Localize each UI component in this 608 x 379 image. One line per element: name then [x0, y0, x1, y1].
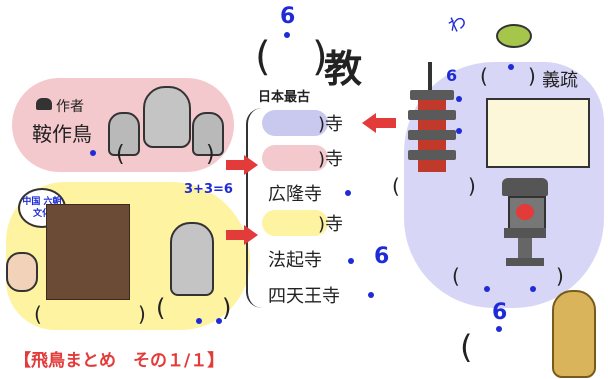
temple-6: 四天王寺 [268, 286, 340, 307]
arrow-to-temple-2 [226, 154, 258, 175]
open-paren: ( [255, 34, 271, 80]
hat-icon [36, 98, 52, 110]
low-paren-close: ) [556, 264, 564, 288]
blue-dot [216, 318, 222, 324]
blue-dot [348, 258, 354, 264]
temple-3: 広隆寺 [268, 184, 322, 205]
blue-dot [196, 318, 202, 324]
pagoda-icon [408, 62, 456, 172]
statue-figure [170, 222, 214, 296]
arrow-to-temple-1 [362, 112, 396, 133]
right-bottom-six-number: 6 [492, 300, 508, 325]
blue-dot [530, 286, 536, 292]
scroll-document [486, 98, 590, 168]
close-paren: ) [312, 34, 328, 80]
bird-text: わ [445, 11, 471, 38]
right-six-number: 6 [446, 66, 458, 85]
gisho-label: 義疏 [542, 70, 578, 91]
buddha-statue [143, 86, 191, 148]
blue-dot [345, 190, 351, 196]
bottom-paren-open-2: ( [156, 294, 166, 322]
bottom-paren-close-2: ) [222, 294, 232, 322]
blue-dot [90, 150, 96, 156]
scholar-figure [6, 252, 38, 292]
temple-2: )寺 [318, 149, 344, 170]
list-six-number: 6 [374, 244, 390, 269]
bottom-paren-close: ) [138, 302, 146, 326]
temple-1: )寺 [318, 114, 344, 135]
highlight-yellow [262, 210, 328, 236]
top-six-number: 6 [280, 4, 296, 29]
temple-4: )寺 [318, 214, 344, 235]
sum-equation: 3+3=6 [184, 182, 233, 197]
blue-dot [496, 326, 502, 332]
lantern-icon [498, 178, 552, 266]
list-bracket [246, 108, 262, 308]
attendant-statue-left [108, 112, 140, 156]
mid-paren-open: ( [392, 174, 400, 198]
sakusha-label: 作者 [56, 99, 84, 115]
right-paren-close: ) [528, 64, 536, 88]
kyo-character: 教 [324, 47, 363, 91]
blue-dot [284, 32, 290, 38]
blue-dot [456, 128, 462, 134]
sakusha-name: 鞍作鳥 [32, 122, 92, 146]
blue-dot [508, 64, 514, 70]
highlight-pink [262, 145, 328, 171]
blue-dot [484, 286, 490, 292]
nihon-saiko-label: 日本最古 [258, 90, 311, 105]
right-paren-open: ( [480, 64, 488, 88]
blue-dot [368, 292, 374, 298]
kannon-statue [552, 290, 596, 378]
low-paren-open: ( [452, 264, 460, 288]
bottom-paren-open: ( [34, 302, 42, 326]
bird-icon [496, 24, 532, 48]
attendant-statue-right [192, 112, 224, 156]
paren-close: ) [206, 142, 215, 167]
mid-paren-close: ) [468, 174, 476, 198]
bottom-right-paren: ( [460, 328, 473, 366]
highlight-blue [262, 110, 328, 136]
temple-5: 法起寺 [268, 250, 322, 271]
painting-image [46, 204, 130, 300]
blue-dot [456, 96, 462, 102]
footer-title: 【飛鳥まとめ その１/１】 [14, 351, 225, 371]
paren-open: ( [116, 142, 125, 167]
arrow-to-temple-4 [226, 224, 258, 245]
